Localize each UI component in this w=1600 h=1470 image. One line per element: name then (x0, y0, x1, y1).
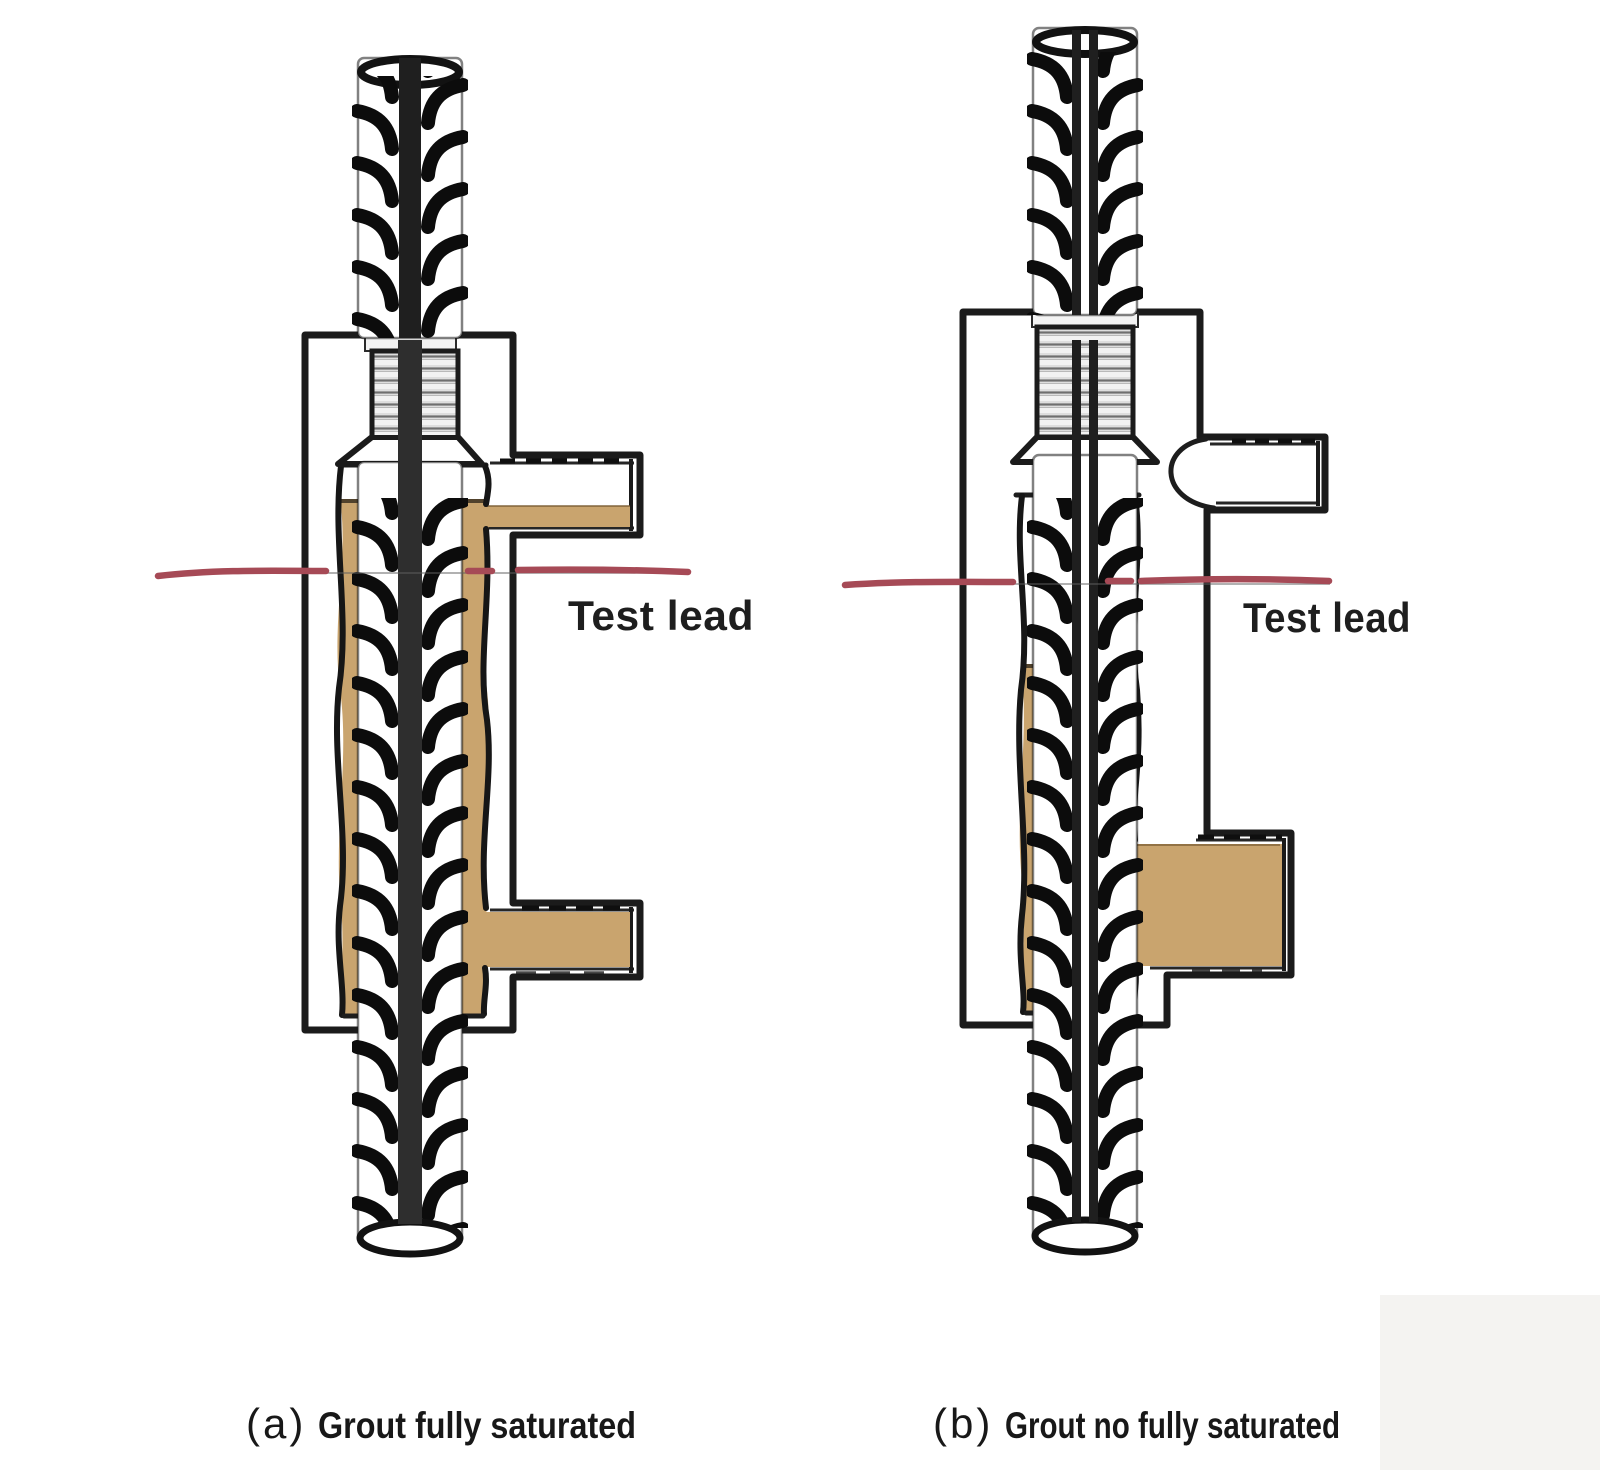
grout-upper-port-a (484, 506, 630, 527)
test-lead-label-a: Test lead (568, 592, 754, 639)
caption-a-text: Grout fully saturated (318, 1405, 636, 1446)
test-lead-label-b: Test lead (1243, 594, 1411, 641)
rebar-core-stripe-left (1072, 30, 1081, 315)
test-lead-wire-b (841, 575, 1333, 589)
panel-a-diagram: Test lead (154, 55, 754, 1258)
lower-port-detail-a (490, 905, 634, 975)
rebar-bottom-end (356, 1218, 464, 1258)
threaded-coupler-b (1034, 324, 1136, 440)
upper-rebar-a (352, 55, 468, 340)
caption-b-label: (b) (933, 1400, 993, 1447)
rebar-core-stripe-left (1072, 340, 1081, 1222)
rebar-bottom-end (1031, 1216, 1139, 1256)
caption-b: (b) Grout no fully saturated (933, 1400, 1340, 1447)
upper-port-detail-a (487, 458, 634, 531)
upper-port-detail-b (1168, 436, 1320, 511)
rebar-core-stripe (398, 340, 422, 1224)
scan-artifact (1380, 1295, 1600, 1470)
panel-b-diagram: Test lead (841, 26, 1411, 1256)
lower-port-detail-b (1150, 834, 1286, 973)
rebar-top-end (1032, 26, 1138, 58)
caption-a: (a) Grout fully saturated (246, 1400, 636, 1447)
upper-rebar-b (1027, 26, 1143, 317)
caption-b-text: Grout no fully saturated (1005, 1405, 1340, 1446)
rebar-core-stripe-right (1089, 340, 1098, 1222)
caption-a-label: (a) (246, 1400, 306, 1447)
rebar-core-stripe-right (1089, 30, 1098, 315)
lower-rebar-a (352, 340, 468, 1258)
test-lead-wire-a (154, 566, 692, 580)
lower-rebar-b (1027, 340, 1143, 1256)
grout-lower-port-a (484, 912, 630, 967)
rebar-core-stripe (399, 58, 421, 338)
grout-lower-port-b (1137, 844, 1282, 966)
